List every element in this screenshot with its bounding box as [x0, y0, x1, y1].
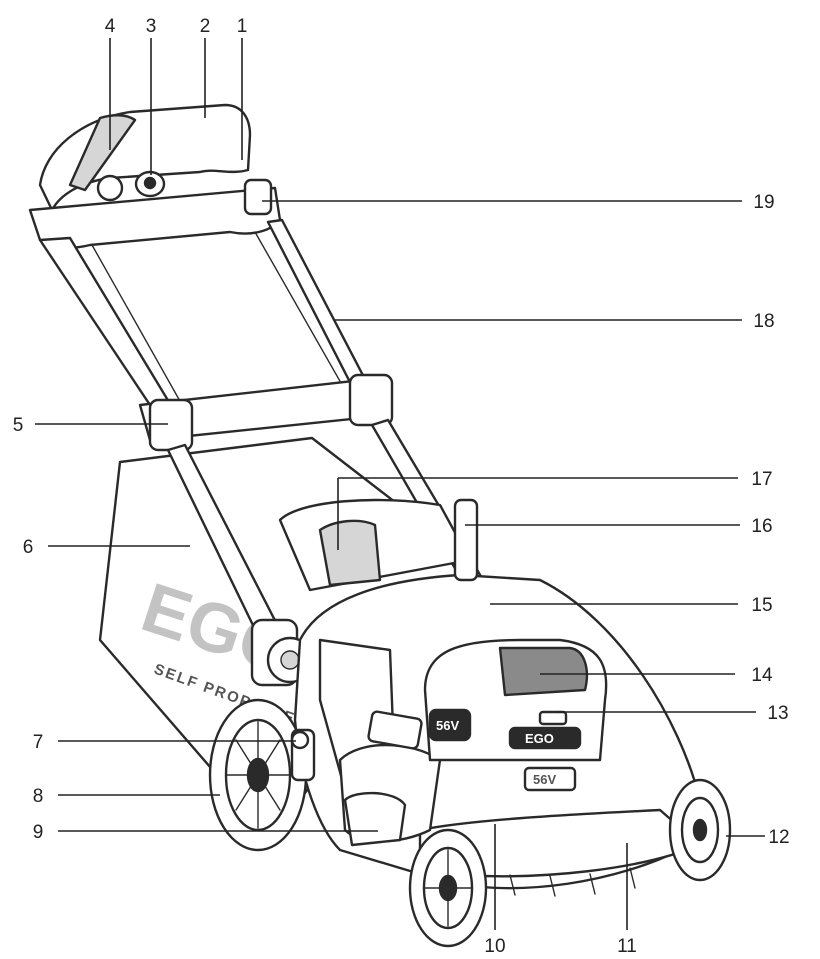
callout-2: 2 — [200, 16, 211, 37]
callout-6: 6 — [23, 537, 34, 558]
battery-voltage-text: 56V — [436, 718, 459, 733]
callout-15: 15 — [751, 595, 772, 616]
callout-9: 9 — [33, 822, 44, 843]
callout-11: 11 — [617, 936, 637, 957]
callout-7: 7 — [33, 732, 44, 753]
control-bail-bar — [68, 114, 137, 192]
callout-3: 3 — [146, 16, 157, 37]
handle-knob-right — [348, 373, 394, 427]
battery-release-button — [538, 710, 568, 726]
callout-17: 17 — [751, 469, 772, 490]
callout-10: 10 — [484, 936, 505, 957]
callout-8: 8 — [33, 786, 44, 807]
rear-handle — [343, 791, 407, 847]
callout-12: 12 — [768, 827, 789, 848]
rear-cover-window — [318, 519, 382, 587]
battery-pack: 56V EGO — [423, 638, 608, 762]
rear-wheel — [208, 698, 308, 852]
handle-knob-left — [148, 398, 194, 452]
callout-14: 14 — [751, 665, 773, 686]
battery-brand-text: EGO — [525, 731, 554, 746]
handle — [28, 103, 497, 687]
front-wheel-right — [668, 778, 732, 882]
callout-18: 18 — [753, 311, 774, 332]
callout-1: 1 — [237, 16, 248, 37]
self-propel-lever — [453, 498, 479, 582]
callout-4: 4 — [105, 16, 116, 37]
callout-5: 5 — [13, 415, 24, 436]
callout-19: 19 — [753, 192, 774, 213]
control-knob-left — [96, 174, 124, 202]
callout-13: 13 — [767, 703, 788, 724]
callout-16: 16 — [751, 516, 772, 537]
height-adjust-lever — [290, 728, 316, 782]
deck-badge — [523, 766, 577, 792]
front-wheel-left — [408, 828, 488, 948]
leader-lines — [35, 38, 765, 930]
start-button — [143, 176, 157, 190]
callout-labels: 1 2 3 4 5 6 7 8 9 10 11 12 13 14 15 16 1… — [13, 16, 790, 957]
speed-control — [243, 178, 273, 216]
battery-top-window — [498, 646, 589, 697]
deck-badge-text: 56V — [533, 772, 556, 787]
